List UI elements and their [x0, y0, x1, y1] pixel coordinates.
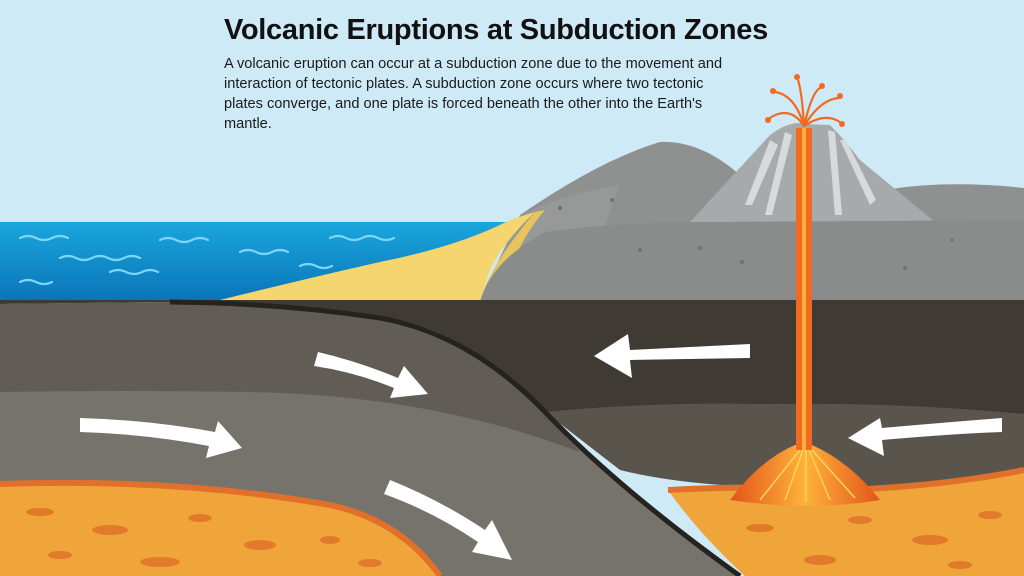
arrow-continent-lower-icon [848, 418, 1002, 456]
oceanic-plate-upper [0, 302, 580, 452]
arrow-oceanic-upper-icon [314, 352, 428, 398]
ocean [0, 222, 510, 302]
mantle-spots-left [26, 508, 382, 567]
continental-crust [0, 300, 1024, 420]
description-text: A volcanic eruption can occur at a subdu… [224, 56, 723, 132]
beach-sand [200, 212, 535, 306]
mantle-left-edge [0, 479, 443, 576]
motion-arrows [80, 334, 1002, 560]
eruption-spray [768, 78, 842, 128]
lava-conduit-core [802, 128, 806, 450]
arrow-oceanic-left-icon [80, 418, 242, 458]
land-surface [480, 220, 1024, 302]
page-title: Volcanic Eruptions at Subduction Zones [224, 14, 768, 46]
mantle-spots-right [746, 511, 1002, 569]
arrow-oceanic-down-icon [384, 480, 512, 560]
arrow-continent-upper-icon [594, 334, 750, 378]
lava-droplets [765, 74, 845, 127]
magma-streaks [759, 449, 856, 502]
wave-lines [18, 234, 396, 286]
mountain-pebbles [558, 198, 954, 270]
fault-line [169, 299, 742, 576]
